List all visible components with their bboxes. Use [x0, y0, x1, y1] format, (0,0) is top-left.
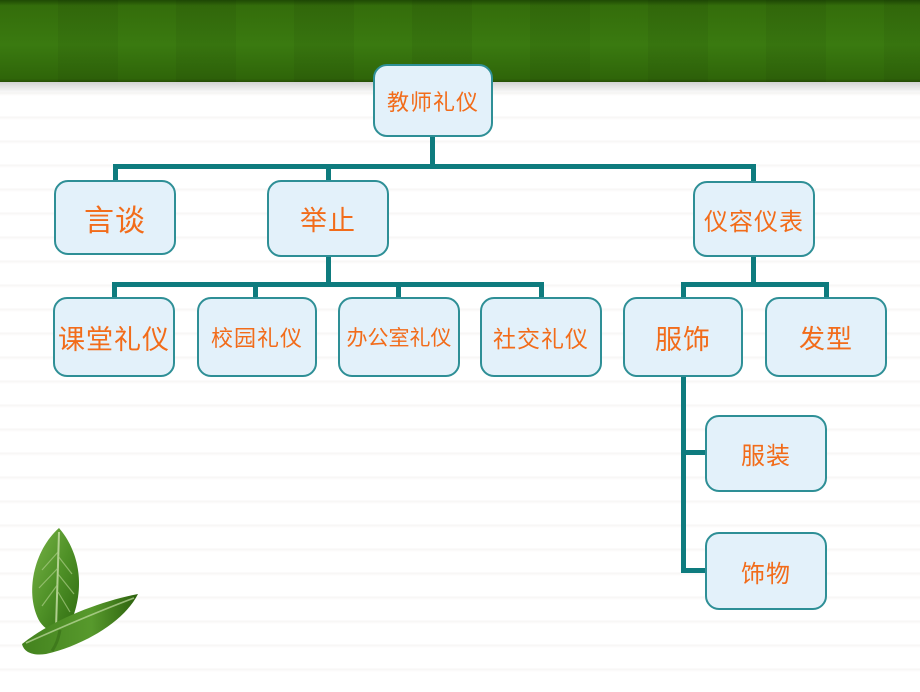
connector-line	[112, 285, 117, 298]
connector-line	[681, 285, 686, 298]
connector-line	[751, 167, 756, 182]
node-hairstyle: 发型	[765, 297, 887, 377]
connector-line	[751, 257, 756, 284]
connector-line	[681, 282, 829, 287]
connector-line	[684, 568, 707, 573]
node-office-etiquette: 办公室礼仪	[338, 297, 460, 377]
connector-line	[396, 285, 401, 298]
connector-line	[539, 285, 544, 298]
node-appearance: 仪容仪表	[693, 181, 815, 257]
connector-line	[326, 257, 331, 284]
connector-line	[684, 450, 707, 455]
node-clothing: 服装	[705, 415, 827, 492]
connector-line	[824, 285, 829, 298]
node-classroom-etiquette: 课堂礼仪	[53, 297, 175, 377]
node-campus-etiquette: 校园礼仪	[197, 297, 317, 377]
connector-line	[113, 167, 118, 181]
node-teacher-etiquette: 教师礼仪	[373, 64, 493, 137]
node-accessories: 饰物	[705, 532, 827, 610]
connector-line	[430, 137, 435, 166]
node-social-etiquette: 社交礼仪	[480, 297, 602, 377]
node-behavior: 举止	[267, 180, 389, 257]
connector-line	[681, 377, 686, 573]
leaf-image	[22, 528, 138, 692]
node-dress: 服饰	[623, 297, 743, 377]
connector-line	[326, 167, 331, 181]
connector-line	[253, 285, 258, 298]
connector-line	[113, 164, 756, 169]
connector-line	[112, 282, 544, 287]
node-speech: 言谈	[54, 180, 176, 255]
